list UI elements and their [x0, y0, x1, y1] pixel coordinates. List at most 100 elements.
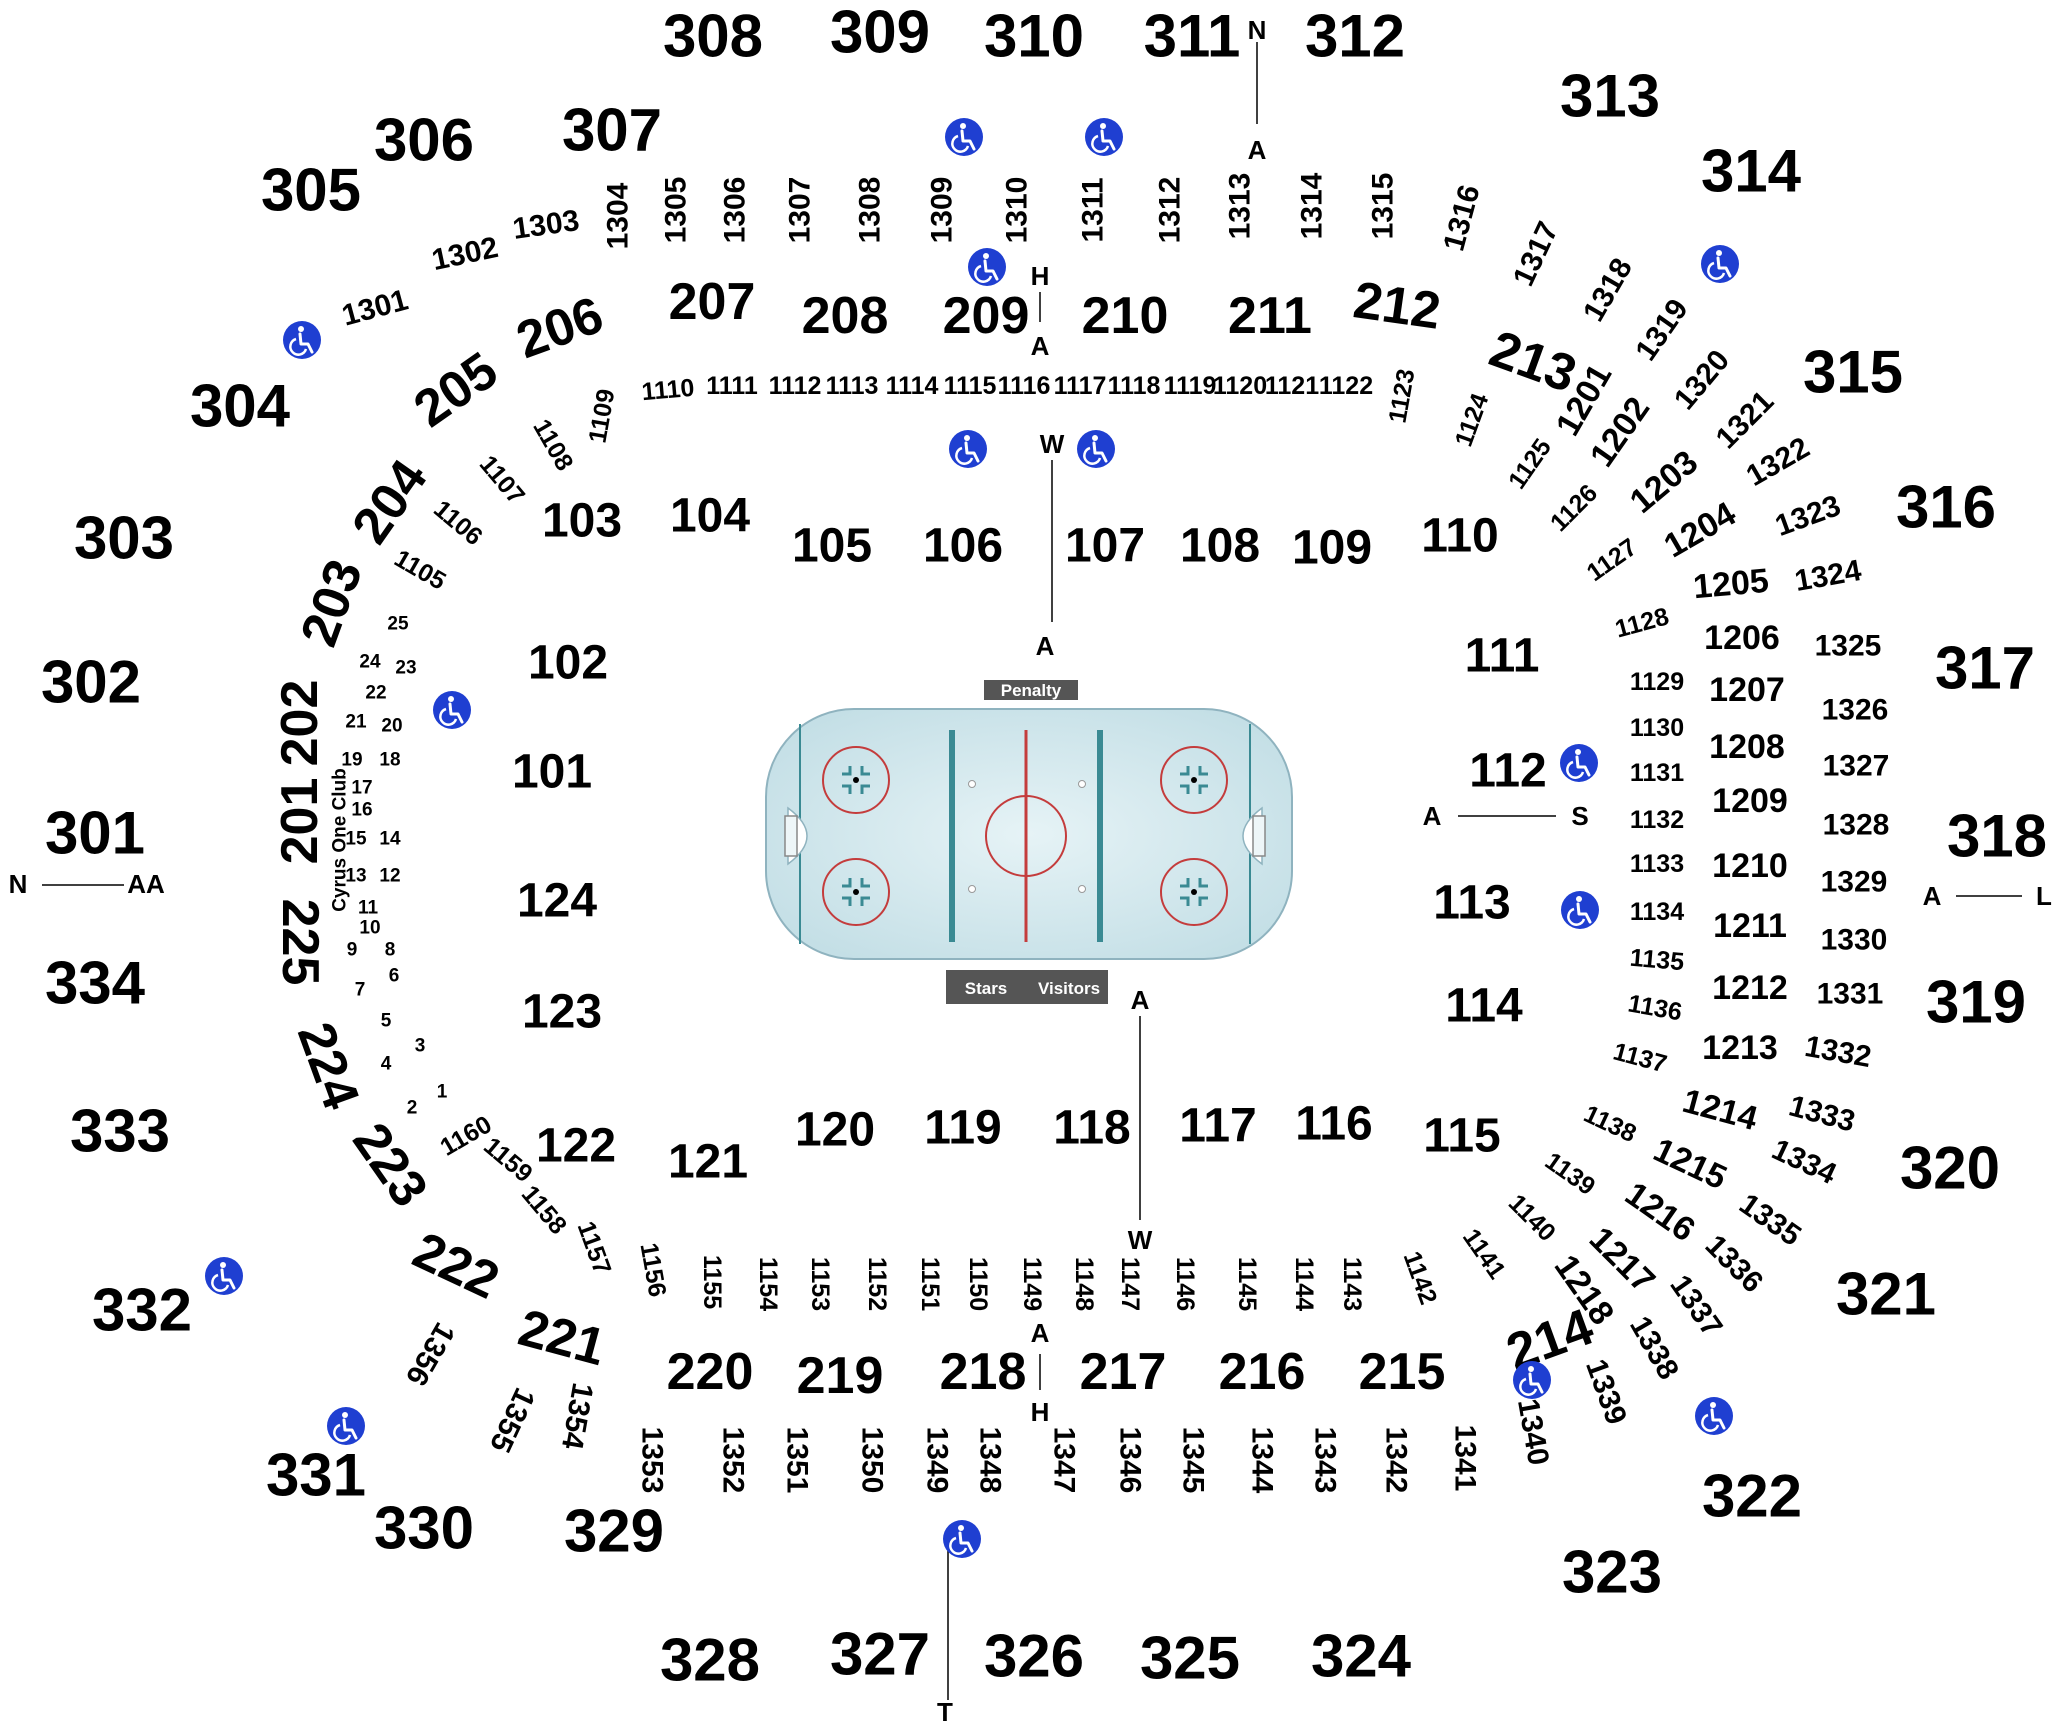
- section-328[interactable]: 328: [660, 1627, 760, 1694]
- section-107[interactable]: 107: [1065, 520, 1145, 573]
- club-seat-17[interactable]: 17: [351, 778, 372, 799]
- club-seat-14[interactable]: 14: [379, 829, 401, 850]
- club-seat-5[interactable]: 5: [381, 1011, 392, 1032]
- section-211[interactable]: 211: [1228, 287, 1312, 345]
- section-326[interactable]: 326: [984, 1623, 1084, 1690]
- section-333[interactable]: 333: [70, 1098, 170, 1165]
- section-1211[interactable]: 1211: [1713, 907, 1787, 945]
- section-1137[interactable]: 1137: [1610, 1037, 1670, 1078]
- club-seat-11[interactable]: 11: [358, 898, 379, 919]
- section-202[interactable]: 202: [271, 680, 329, 767]
- section-1315[interactable]: 1315: [1367, 173, 1400, 240]
- section-1305[interactable]: 1305: [660, 177, 693, 244]
- section-102[interactable]: 102: [528, 637, 608, 690]
- section-1343[interactable]: 1343: [1309, 1427, 1342, 1494]
- section-1350[interactable]: 1350: [856, 1427, 889, 1494]
- section-302[interactable]: 302: [41, 649, 141, 716]
- section-223[interactable]: 223: [341, 1113, 438, 1217]
- section-1324[interactable]: 1324: [1792, 554, 1864, 598]
- section-117[interactable]: 117: [1179, 1100, 1256, 1153]
- section-207[interactable]: 207: [669, 273, 756, 331]
- section-1140[interactable]: 1140: [1503, 1189, 1561, 1247]
- section-309[interactable]: 309: [830, 0, 930, 66]
- section-1124[interactable]: 1124: [1450, 390, 1495, 451]
- section-1127[interactable]: 1127: [1582, 533, 1642, 587]
- section-1212[interactable]: 1212: [1712, 969, 1788, 1007]
- section-304[interactable]: 304: [190, 373, 291, 440]
- club-seat-4[interactable]: 4: [381, 1054, 392, 1075]
- section-1131[interactable]: 1131: [1630, 759, 1684, 787]
- section-1153[interactable]: 1153: [806, 1257, 834, 1311]
- section-329[interactable]: 329: [564, 1498, 664, 1565]
- section-217[interactable]: 217: [1080, 1343, 1167, 1401]
- section-1111[interactable]: 1111: [706, 372, 758, 400]
- club-seat-7[interactable]: 7: [355, 980, 366, 1001]
- club-seat-1[interactable]: 1: [437, 1082, 448, 1103]
- section-111[interactable]: 111: [1465, 630, 1540, 683]
- section-1159[interactable]: 1159: [478, 1132, 538, 1188]
- section-1206[interactable]: 1206: [1704, 619, 1780, 657]
- section-1149[interactable]: 1149: [1018, 1257, 1046, 1311]
- section-1303[interactable]: 1303: [511, 204, 582, 246]
- section-324[interactable]: 324: [1311, 1623, 1412, 1690]
- section-318[interactable]: 318: [1947, 803, 2047, 870]
- section-220[interactable]: 220: [667, 1343, 754, 1401]
- section-1318[interactable]: 1318: [1577, 253, 1639, 327]
- section-1139[interactable]: 1139: [1540, 1147, 1600, 1201]
- section-1146[interactable]: 1146: [1171, 1257, 1199, 1311]
- club-seat-10[interactable]: 10: [359, 918, 380, 939]
- section-1355[interactable]: 1355: [483, 1383, 541, 1457]
- section-1302[interactable]: 1302: [429, 231, 501, 277]
- section-208[interactable]: 208: [802, 287, 889, 345]
- section-1135[interactable]: 1135: [1629, 944, 1686, 977]
- club-seat-16[interactable]: 16: [351, 800, 372, 821]
- section-124[interactable]: 124: [517, 875, 597, 928]
- club-seat-21[interactable]: 21: [345, 712, 367, 733]
- section-1351[interactable]: 1351: [781, 1427, 814, 1494]
- section-118[interactable]: 118: [1053, 1102, 1130, 1155]
- section-1144[interactable]: 1144: [1290, 1257, 1318, 1311]
- section-1346[interactable]: 1346: [1114, 1427, 1147, 1494]
- section-1129[interactable]: 1129: [1630, 668, 1684, 696]
- section-1308[interactable]: 1308: [854, 177, 887, 244]
- section-1207[interactable]: 1207: [1709, 671, 1785, 709]
- section-218[interactable]: 218: [940, 1343, 1027, 1401]
- section-201[interactable]: 201: [271, 778, 329, 865]
- club-seat-23[interactable]: 23: [395, 658, 416, 679]
- section-1158[interactable]: 1158: [516, 1180, 572, 1240]
- section-1126[interactable]: 1126: [1545, 479, 1603, 537]
- section-1322[interactable]: 1322: [1741, 431, 1815, 493]
- section-212[interactable]: 212: [1350, 271, 1444, 341]
- club-seat-8[interactable]: 8: [385, 940, 396, 961]
- section-1141[interactable]: 1141: [1457, 1224, 1511, 1285]
- section-104[interactable]: 104: [670, 490, 750, 543]
- section-317[interactable]: 317: [1935, 635, 2035, 702]
- section-312[interactable]: 312: [1305, 3, 1405, 70]
- section-1347[interactable]: 1347: [1048, 1427, 1081, 1494]
- section-1334[interactable]: 1334: [1767, 1133, 1842, 1191]
- section-1145[interactable]: 1145: [1233, 1257, 1261, 1311]
- section-1143[interactable]: 1143: [1338, 1257, 1366, 1311]
- club-seat-25[interactable]: 25: [387, 614, 409, 635]
- section-1311[interactable]: 1311: [1077, 177, 1110, 242]
- section-1210[interactable]: 1210: [1712, 847, 1788, 885]
- section-1327[interactable]: 1327: [1823, 750, 1890, 783]
- club-seat-24[interactable]: 24: [359, 652, 381, 673]
- section-1326[interactable]: 1326: [1822, 694, 1889, 727]
- section-1352[interactable]: 1352: [717, 1427, 750, 1494]
- club-seat-20[interactable]: 20: [381, 716, 402, 737]
- section-1340[interactable]: 1340: [1511, 1396, 1555, 1467]
- section-1304[interactable]: 1304: [602, 182, 635, 249]
- section-1319[interactable]: 1319: [1629, 293, 1694, 367]
- section-105[interactable]: 105: [792, 520, 872, 573]
- section-1122[interactable]: 1122: [1319, 372, 1373, 400]
- club-seat-2[interactable]: 2: [407, 1098, 418, 1119]
- section-1142[interactable]: 1142: [1398, 1248, 1443, 1309]
- section-1348[interactable]: 1348: [974, 1427, 1007, 1494]
- section-1113[interactable]: 1113: [826, 372, 879, 400]
- section-1329[interactable]: 1329: [1821, 866, 1888, 899]
- section-1205[interactable]: 1205: [1692, 562, 1771, 606]
- section-1155[interactable]: 1155: [698, 1255, 726, 1309]
- section-115[interactable]: 115: [1423, 1110, 1500, 1163]
- section-205[interactable]: 205: [404, 341, 508, 438]
